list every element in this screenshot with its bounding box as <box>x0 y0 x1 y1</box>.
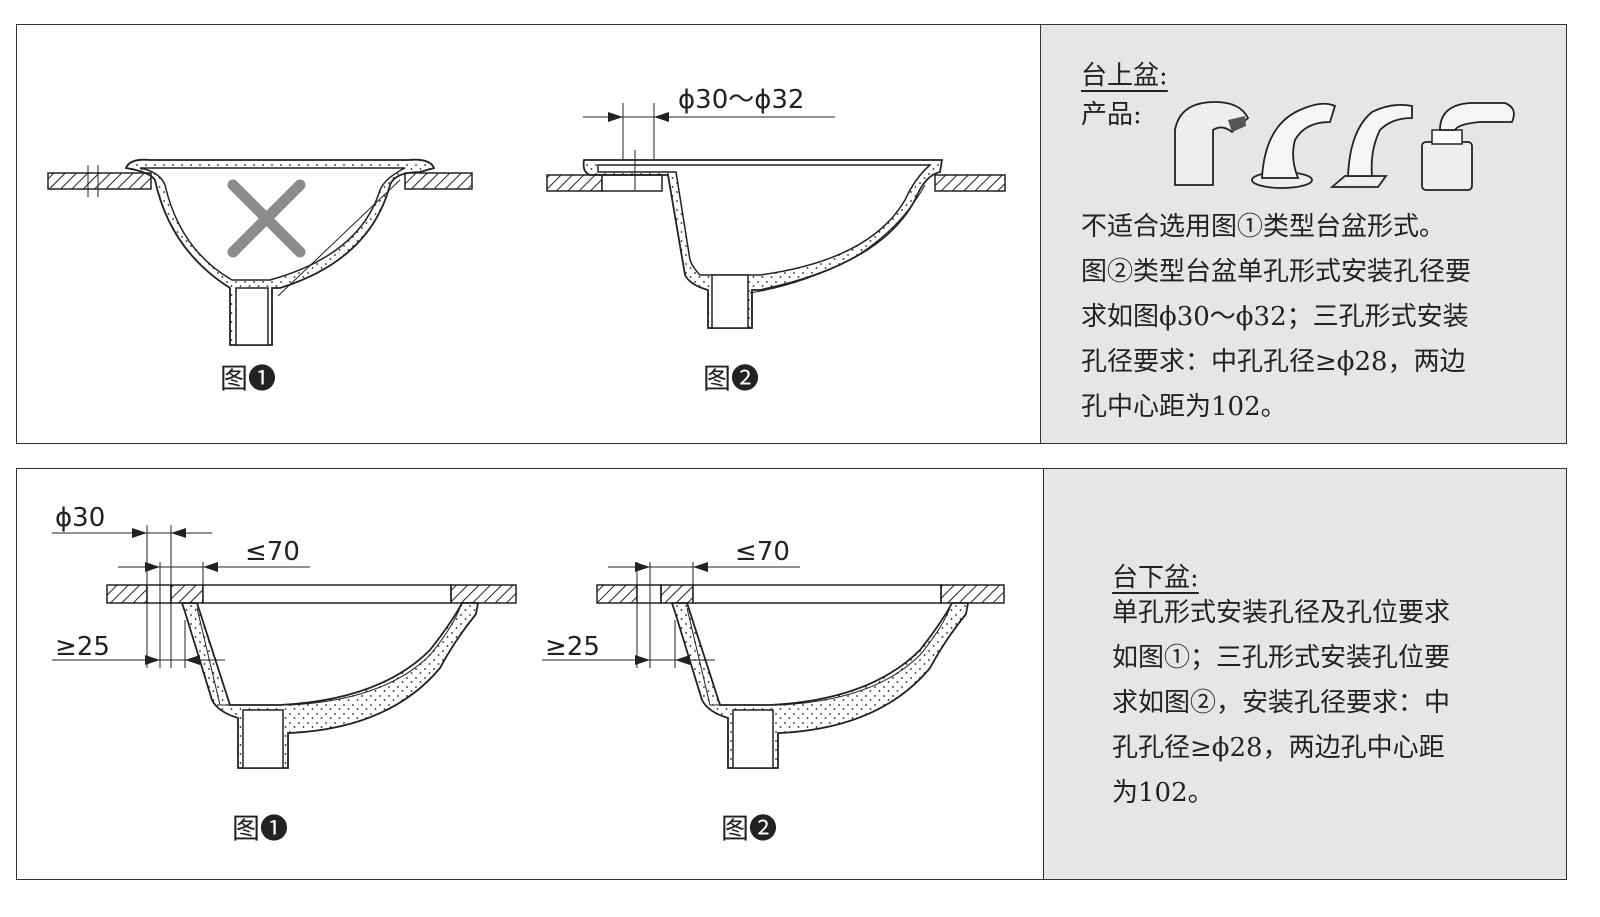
top-paragraph-line-2: 图②类型台盆单孔形式安装孔径要 <box>1081 257 1472 287</box>
top-panel: 台上盆: 产品: 不适合选用图①类型台盆形式。图②类型台盆单孔形式安装孔径要求如… <box>16 24 1567 444</box>
cross-mark-icon <box>227 179 306 258</box>
product-icons <box>1174 101 1515 191</box>
top-fig2-caption: 图❷ <box>703 362 759 395</box>
bottom-fig1-caption: 图❶ <box>232 812 288 845</box>
bottom-paragraph: 单孔形式安装孔径及孔位要求如图①；三孔形式安装孔位要求如图②，安装孔径要求：中孔… <box>1112 591 1450 816</box>
bottom-panel: 台下盆: 单孔形式安装孔径及孔位要求如图①；三孔形式安装孔位要求如图②，安装孔径… <box>16 468 1567 880</box>
bottom-fig1-dim-ge: ≥25 <box>55 632 110 662</box>
top-textbox: 台上盆: 产品: 不适合选用图①类型台盆形式。图②类型台盆单孔形式安装孔径要求如… <box>1040 25 1566 443</box>
bottom-fig2-dim-le: ≤70 <box>735 537 790 567</box>
sensor-faucet-2-icon <box>1251 102 1337 189</box>
top-paragraph-line-5: 孔中心距为102。 <box>1081 392 1287 422</box>
bottom-fig2-dim-ge: ≥25 <box>545 632 600 662</box>
bottom-fig2-drawing <box>542 562 1005 769</box>
bottom-textbox: 台下盆: 单孔形式安装孔径及孔位要求如图①；三孔形式安装孔位要求如图②，安装孔径… <box>1043 469 1566 879</box>
sensor-faucet-4-icon <box>1421 102 1515 191</box>
top-fig1-counter-left <box>47 172 152 190</box>
bottom-fig1-dim-le: ≤70 <box>245 537 300 567</box>
bottom-paragraph-line-2: 如图①；三孔形式安装孔位要 <box>1112 643 1451 673</box>
bottom-paragraph-line-3: 求如图②，安装孔径要求：中 <box>1112 688 1451 718</box>
product-label: 产品: <box>1081 100 1142 130</box>
top-fig1-caption: 图❶ <box>220 362 276 395</box>
bottom-fig2-caption: 图❷ <box>721 812 777 845</box>
bottom-fig1-drawing <box>52 525 517 769</box>
top-fig1-drawing <box>47 158 473 346</box>
top-fig2-dim-label: ϕ30～ϕ32 <box>678 85 804 115</box>
top-paragraph-line-1: 不适合选用图①类型台盆形式。 <box>1081 212 1446 242</box>
top-fig1-counter-right <box>404 172 473 190</box>
bottom-paragraph-line-1: 单孔形式安装孔径及孔位要求 <box>1112 598 1451 628</box>
bottom-paragraph-line-5: 为102。 <box>1112 778 1214 808</box>
top-paragraph-line-4: 孔径要求：中孔孔径≥ϕ28，两边 <box>1081 347 1466 377</box>
top-paragraph-line-3: 求如图ϕ30～ϕ32；三孔形式安装 <box>1081 302 1469 332</box>
bottom-heading: 台下盆: <box>1112 563 1199 593</box>
bottom-fig1-dim-phi: ϕ30 <box>55 503 105 533</box>
top-fig2-drawing <box>546 103 1006 329</box>
top-heading: 台上盆: <box>1081 61 1168 91</box>
sensor-faucet-3-icon <box>1329 103 1413 188</box>
bottom-paragraph-line-4: 孔孔径≥ϕ28，两边孔中心距 <box>1112 733 1445 763</box>
sensor-faucet-1-icon <box>1174 101 1250 186</box>
top-paragraph: 不适合选用图①类型台盆形式。图②类型台盆单孔形式安装孔径要求如图ϕ30～ϕ32；… <box>1081 205 1471 430</box>
